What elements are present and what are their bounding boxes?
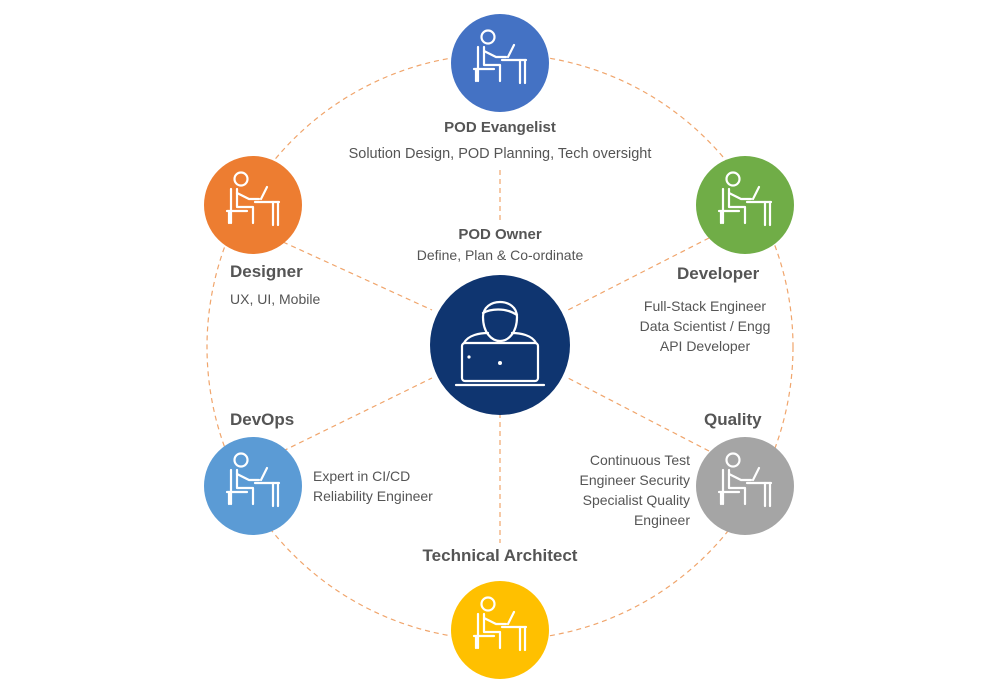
developer-title: Developer	[677, 264, 760, 283]
spoke-devops	[282, 377, 433, 452]
developer-node	[696, 156, 794, 254]
developer-description: Full-Stack Engineer Data Scientist / Eng…	[625, 296, 785, 356]
quality-line: Engineer Security	[579, 472, 690, 488]
devops-line: Reliability Engineer	[313, 488, 433, 504]
quality-line: Specialist Quality	[582, 492, 690, 508]
pod-evangelist-node	[451, 14, 549, 112]
developer-line: Full-Stack Engineer	[643, 298, 767, 314]
quality-node	[696, 437, 794, 535]
quality-title: Quality	[704, 410, 762, 429]
designer-title: Designer	[230, 262, 303, 281]
technical-architect-node	[451, 581, 549, 679]
technical-architect-circle	[451, 581, 549, 679]
designer-description: UX, UI, Mobile	[230, 291, 321, 307]
quality-description: Continuous Test Engineer Security Specia…	[540, 450, 690, 530]
pod-owner-title: POD Owner	[458, 226, 542, 243]
pod-evangelist-description: Solution Design, POD Planning, Tech over…	[348, 146, 652, 162]
pod-evangelist-title: POD Evangelist	[444, 119, 556, 136]
pod-evangelist-circle	[451, 14, 549, 112]
developer-line: API Developer	[659, 338, 751, 354]
quality-circle	[696, 437, 794, 535]
spoke-quality	[567, 377, 710, 452]
designer-circle	[204, 156, 302, 254]
spokes	[282, 170, 710, 543]
spoke-designer	[282, 241, 433, 311]
designer-node	[204, 156, 302, 254]
quality-line: Continuous Test	[589, 452, 690, 468]
pod-owner-description: Define, Plan & Co-ordinate	[416, 247, 584, 263]
devops-node	[204, 437, 302, 535]
developer-line: Data Scientist / Engg	[639, 318, 771, 334]
devops-description: Expert in CI/CD Reliability Engineer	[313, 466, 433, 506]
pod-owner-circle	[430, 275, 570, 415]
devops-line: Expert in CI/CD	[313, 468, 411, 484]
quality-line: Engineer	[633, 512, 690, 528]
person-with-laptop-icon	[454, 301, 546, 387]
devops-circle	[204, 437, 302, 535]
devops-title: DevOps	[230, 410, 295, 429]
technical-architect-title: Technical Architect	[422, 546, 578, 565]
developer-circle	[696, 156, 794, 254]
pod-owner-node	[430, 275, 570, 415]
